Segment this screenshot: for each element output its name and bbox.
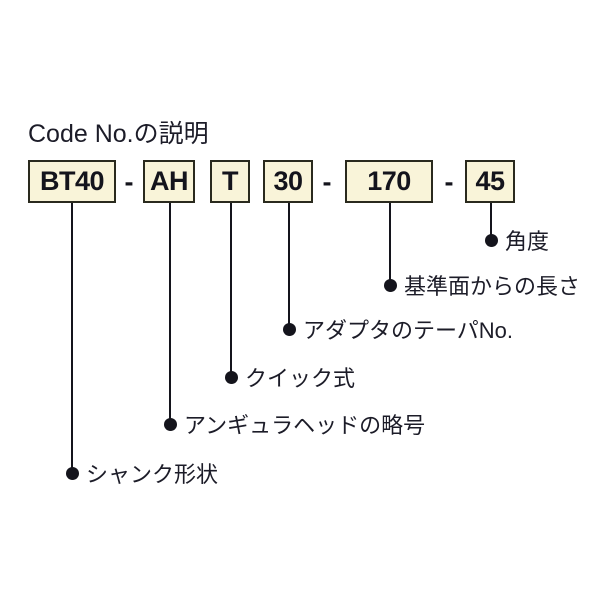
callout-label-quick-type: クイック式 xyxy=(245,366,356,391)
leader-line-quick-type xyxy=(230,203,232,377)
code-separator-2: - xyxy=(322,166,332,197)
leader-line-length-from-datum xyxy=(389,203,391,285)
callout-label-shank-shape: シャンク形状 xyxy=(86,462,219,487)
page-title: Code No.の説明 xyxy=(28,120,209,148)
leader-line-adapter-taper-no xyxy=(288,203,290,329)
leader-dot-angular-head-abbr xyxy=(163,418,177,431)
callout-label-adapter-taper-no: アダプタのテーパNo. xyxy=(303,318,514,343)
leader-dot-adapter-taper-no xyxy=(282,323,296,336)
code-box-angular_head: AH xyxy=(143,160,195,203)
leader-line-shank-shape xyxy=(71,203,73,473)
code-box-length: 170 xyxy=(345,160,433,203)
leader-dot-angle xyxy=(484,234,498,247)
code-separator-1: - xyxy=(124,166,134,197)
leader-line-angle xyxy=(490,203,492,240)
leader-line-angular-head-abbr xyxy=(169,203,171,424)
leader-dot-quick-type xyxy=(224,371,238,384)
leader-dot-length-from-datum xyxy=(383,279,397,292)
code-box-angle: 45 xyxy=(465,160,515,203)
callout-label-angular-head-abbr: アンギュラヘッドの略号 xyxy=(184,413,426,438)
leader-dot-shank-shape xyxy=(65,467,79,480)
callout-label-angle: 角度 xyxy=(505,229,550,254)
callout-label-length-from-datum: 基準面からの長さ xyxy=(404,274,581,299)
code-box-shank: BT40 xyxy=(28,160,116,203)
code-box-quick: T xyxy=(210,160,250,203)
code-separator-3: - xyxy=(444,166,454,197)
code-box-taper_no: 30 xyxy=(263,160,313,203)
